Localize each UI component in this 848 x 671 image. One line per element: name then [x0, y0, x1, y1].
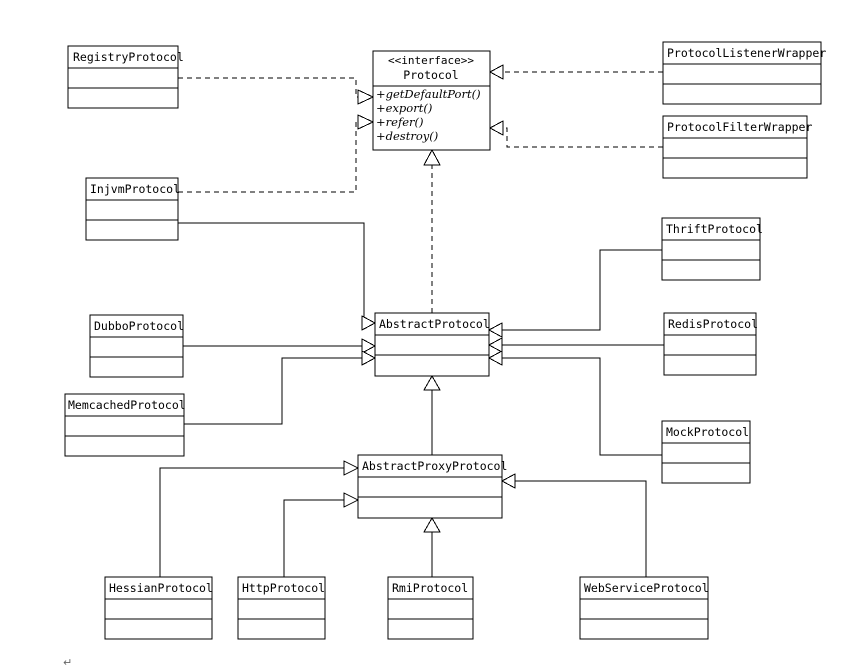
- hessian-arrowhead: [343, 460, 360, 476]
- method-refer: +refer(): [376, 115, 423, 129]
- mock-protocol-label: MockProtocol: [666, 425, 749, 439]
- filter-arrowhead: [488, 120, 504, 136]
- memcached-protocol-label: MemcachedProtocol: [68, 398, 186, 412]
- registry-protocol-box: [67, 45, 179, 109]
- proxy-to-abstract-arrowhead: [423, 374, 441, 391]
- webservice-generalization-line: [515, 480, 647, 577]
- thrift-generalization-line: [502, 249, 662, 331]
- memcached-protocol-box: [64, 393, 185, 457]
- webservice-arrowhead: [500, 473, 516, 489]
- webservice-protocol-label: WebServiceProtocol: [584, 581, 709, 595]
- thrift-arrowhead: [487, 322, 503, 338]
- mock-protocol-box: [661, 420, 751, 484]
- redis-protocol-label: RedisProtocol: [668, 317, 758, 331]
- rmi-protocol-box: [387, 576, 474, 640]
- memcached-generalization-line: [184, 357, 362, 425]
- registry-arrowhead: [357, 89, 375, 105]
- dubbo-arrowhead: [361, 338, 377, 354]
- protocol-name: Protocol: [403, 68, 458, 82]
- thrift-protocol-label: ThriftProtocol: [666, 222, 763, 236]
- rmi-arrowhead: [423, 516, 441, 533]
- redis-protocol-box: [663, 312, 757, 376]
- injvm-generalization-arrowhead: [361, 315, 377, 331]
- mock-arrowhead: [487, 350, 503, 366]
- hessian-generalization-line: [159, 467, 344, 577]
- http-arrowhead: [343, 492, 360, 508]
- webservice-protocol-box: [579, 576, 709, 640]
- method-destroy: +destroy(): [376, 129, 438, 143]
- redis-arrowhead: [487, 337, 503, 353]
- abstract-protocol-label: AbstractProtocol: [379, 317, 490, 331]
- thrift-protocol-box: [661, 217, 761, 281]
- protocol-listener-wrapper-box: [662, 41, 822, 105]
- injvm-realization-line: [178, 121, 373, 193]
- rmi-protocol-label: RmiProtocol: [392, 581, 468, 595]
- injvm-realization-arrowhead: [357, 114, 375, 130]
- abstract-proxy-protocol-label: AbstractProxyProtocol: [362, 459, 507, 473]
- protocol-stereotype: <<interface>>: [388, 54, 474, 67]
- injvm-protocol-label: InjvmProtocol: [90, 182, 180, 196]
- protocol-listener-wrapper-label: ProtocolListenerWrapper: [667, 46, 826, 60]
- registry-protocol-label: RegistryProtocol: [73, 50, 184, 64]
- method-export: +export(): [376, 101, 432, 115]
- abstract-proxy-protocol-box: [357, 454, 503, 519]
- memcached-arrowhead: [361, 350, 377, 366]
- injvm-generalization-line: [178, 222, 373, 324]
- hessian-protocol-label: HessianProtocol: [109, 581, 213, 595]
- registry-realization-line: [178, 77, 373, 98]
- http-generalization-line: [283, 499, 344, 577]
- protocol-filter-wrapper-label: ProtocolFilterWrapper: [667, 120, 812, 134]
- http-protocol-box: [237, 576, 326, 640]
- paragraph-mark: ↵: [63, 656, 72, 669]
- http-protocol-label: HttpProtocol: [242, 581, 325, 595]
- hessian-protocol-box: [104, 576, 213, 640]
- filter-realization-line: [497, 127, 663, 148]
- mock-generalization-line: [502, 357, 662, 456]
- protocol-interface-box: [372, 50, 491, 151]
- dubbo-protocol-box: [89, 314, 184, 378]
- method-get-default-port: +getDefaultPort(): [376, 87, 481, 101]
- injvm-protocol-box: [85, 177, 179, 241]
- protocol-filter-wrapper-box: [662, 115, 808, 179]
- abstract-to-protocol-arrowhead: [423, 148, 441, 166]
- listener-arrowhead: [488, 64, 504, 80]
- abstract-protocol-box: [374, 312, 490, 377]
- dubbo-protocol-label: DubboProtocol: [94, 319, 184, 333]
